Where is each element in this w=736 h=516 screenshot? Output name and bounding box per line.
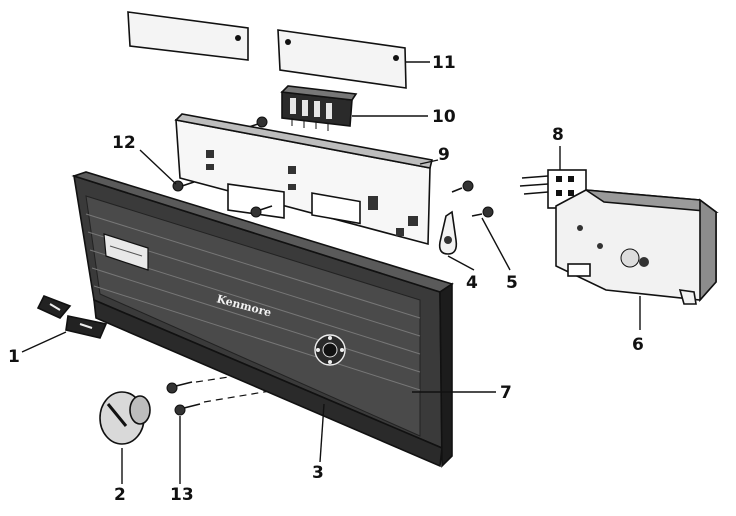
callout-7: 7 — [500, 383, 512, 403]
timer-unit — [555, 189, 719, 305]
callout-1: 1 — [8, 347, 20, 367]
screw — [166, 381, 193, 394]
callout-4: 4 — [466, 273, 478, 293]
mounting-bracket — [174, 113, 433, 246]
callout-6: 6 — [632, 335, 644, 355]
callout-5: 5 — [506, 273, 518, 293]
console-panel: Kenmore — [71, 171, 454, 468]
control-knob — [99, 391, 151, 445]
callout-11: 11 — [432, 53, 456, 73]
screw — [250, 205, 273, 218]
callout-12: 12 — [112, 133, 136, 153]
screw — [451, 180, 474, 193]
callout-10: 10 — [432, 107, 456, 127]
screw — [172, 180, 195, 192]
callout-3: 3 — [312, 463, 324, 483]
screw — [174, 403, 201, 416]
callout-2: 2 — [114, 485, 126, 505]
trim-plate-left — [127, 11, 249, 61]
clip — [438, 210, 458, 255]
switch-block — [280, 85, 358, 131]
button-clip — [36, 294, 108, 339]
leader-lines — [21, 61, 641, 484]
screw — [471, 206, 494, 218]
trim-plate-right — [277, 29, 407, 89]
callout-9: 9 — [438, 145, 450, 165]
callout-8: 8 — [552, 125, 564, 145]
callout-13: 13 — [170, 485, 194, 505]
